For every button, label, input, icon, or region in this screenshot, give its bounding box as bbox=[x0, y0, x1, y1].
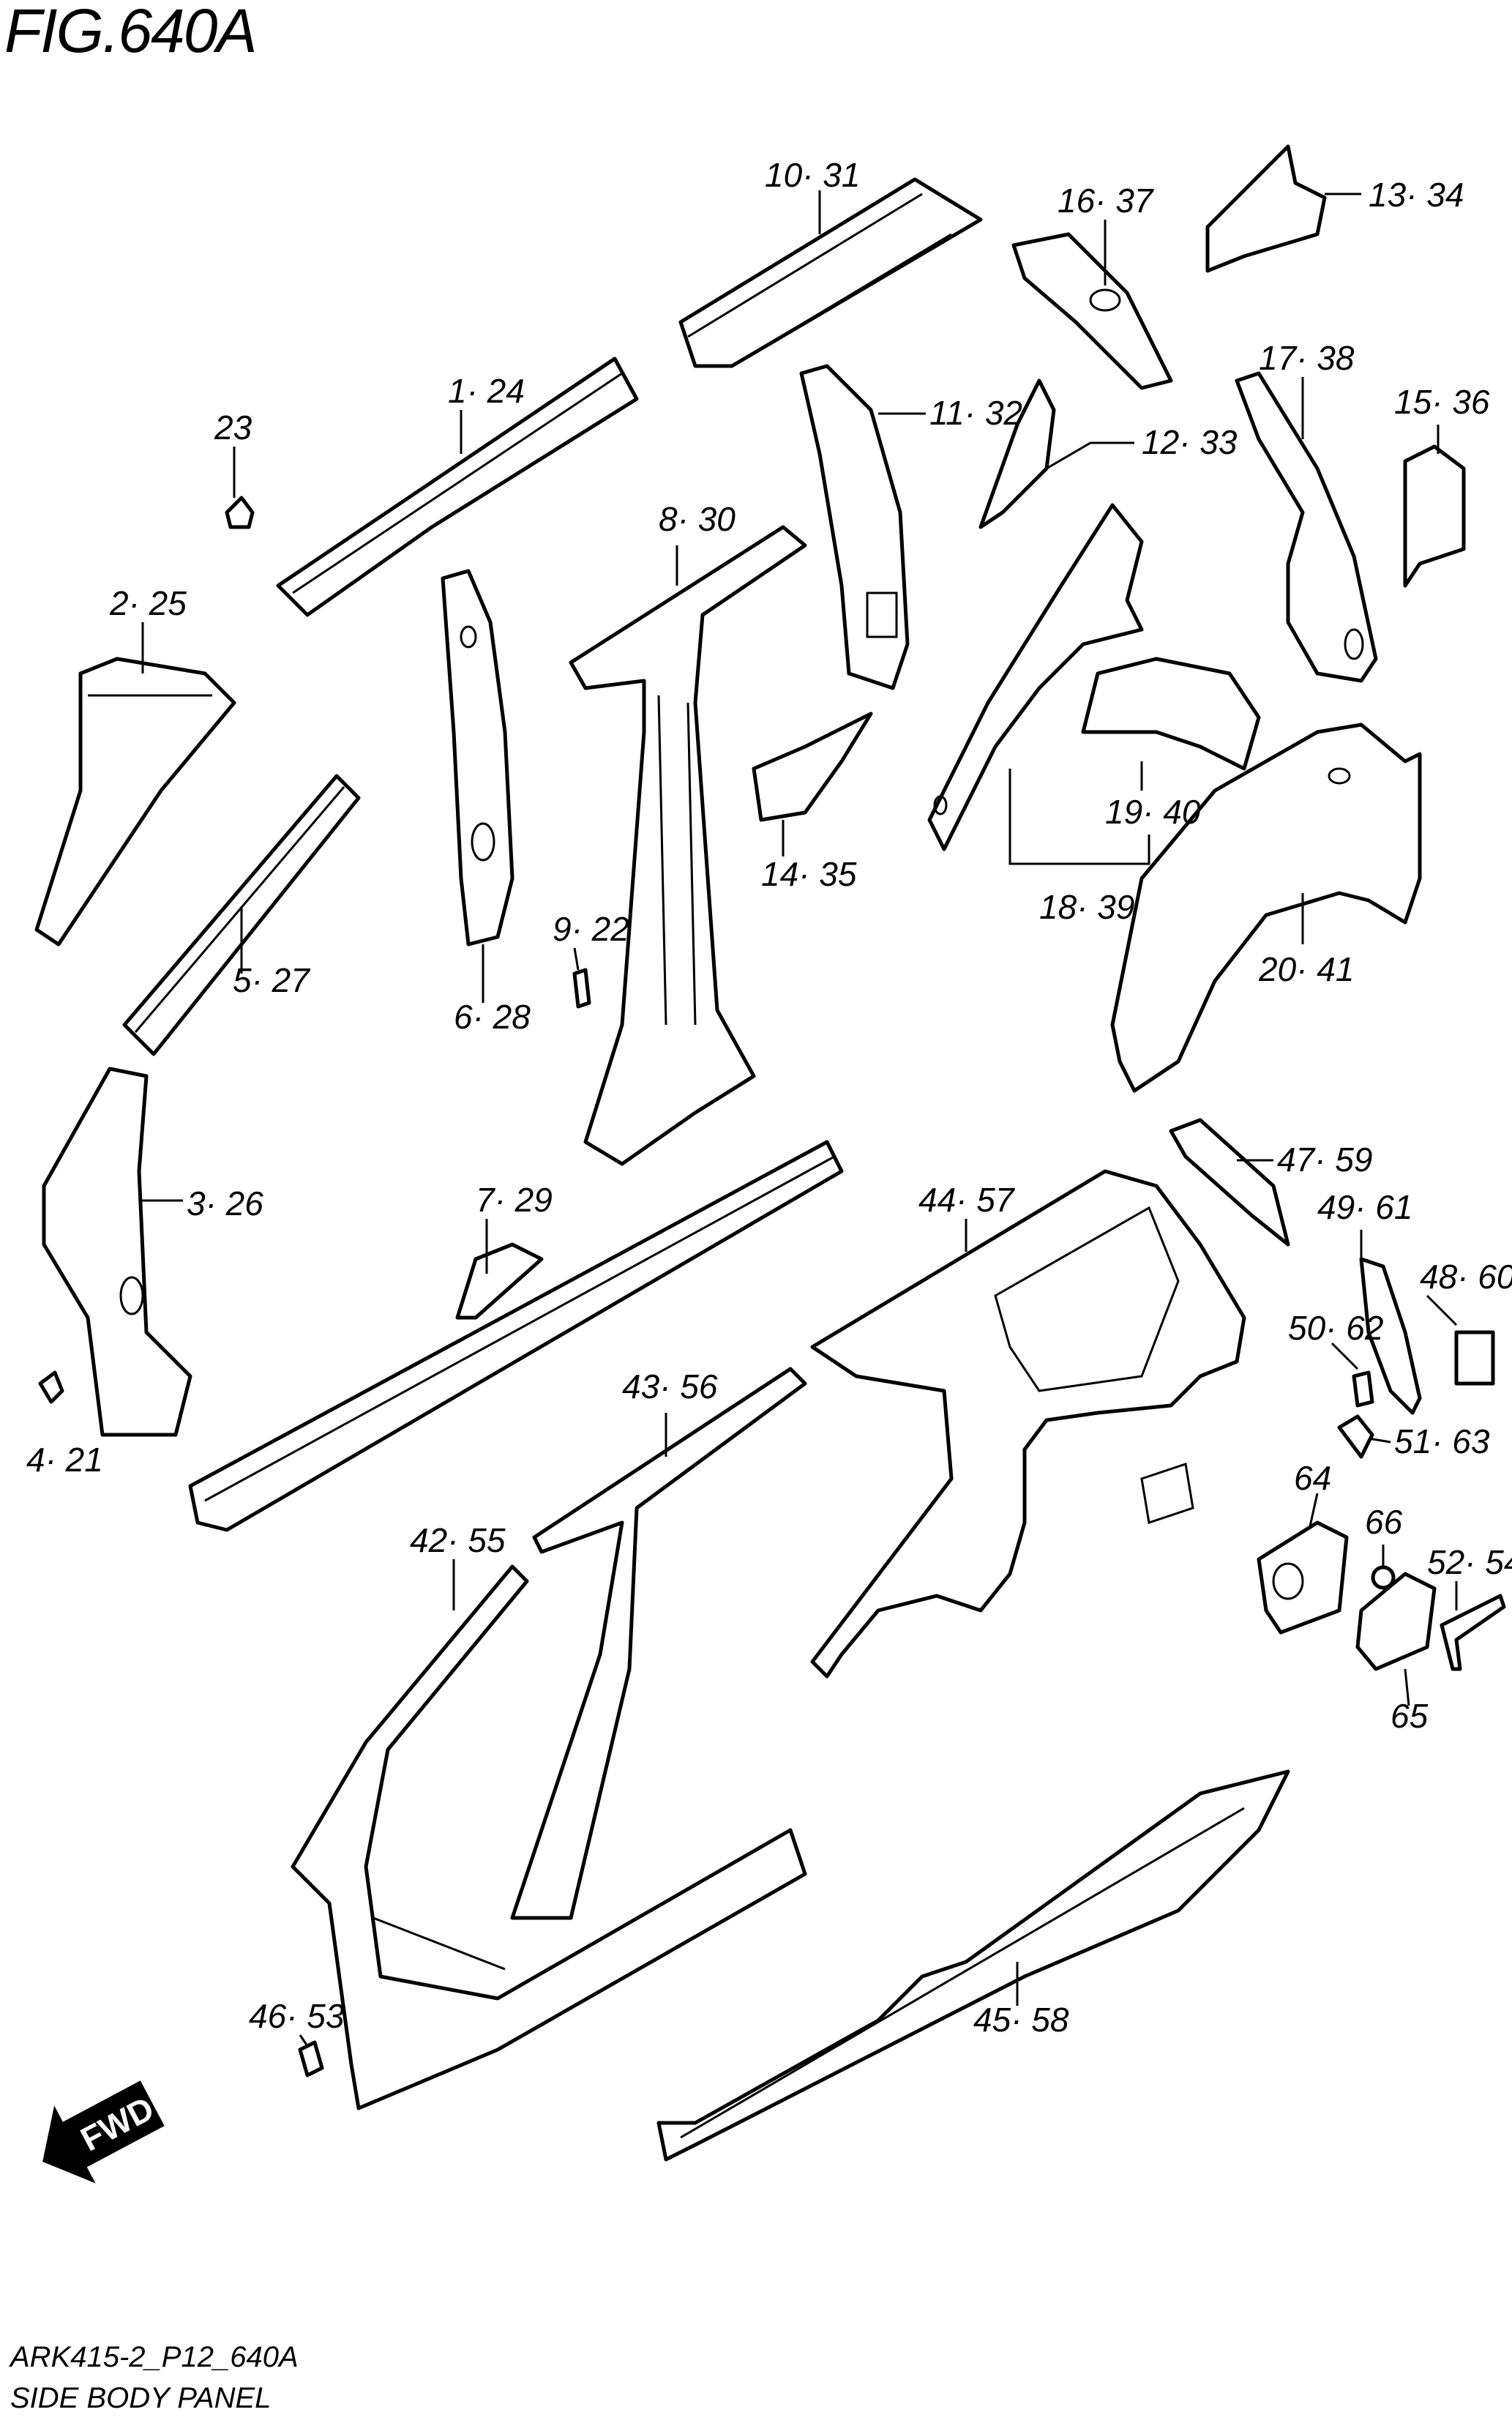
part-7-29-shape bbox=[188, 1140, 844, 1532]
label-14-35: 14· 35 bbox=[761, 855, 857, 893]
part-4-21-shape bbox=[38, 1370, 64, 1404]
part-66-shape bbox=[1371, 1565, 1396, 1590]
label-15-36: 15· 36 bbox=[1394, 383, 1490, 421]
label-17-38: 17· 38 bbox=[1259, 339, 1355, 377]
label-48-60: 48· 60 bbox=[1420, 1258, 1512, 1296]
part-1-24-shape bbox=[276, 356, 639, 617]
part-51-63-shape bbox=[1337, 1414, 1374, 1459]
label-3-26: 3· 26 bbox=[187, 1184, 263, 1222]
label-19-40: 19· 40 bbox=[1105, 793, 1201, 831]
label-23: 23 bbox=[214, 408, 252, 447]
part-16-37-shape bbox=[1011, 232, 1173, 390]
part-10-31-shape bbox=[678, 177, 983, 368]
fwd-arrow-icon: FWD bbox=[42, 2080, 165, 2184]
label-7-29: 7· 29 bbox=[476, 1181, 553, 1219]
leader-lines bbox=[139, 190, 1458, 2047]
part-17-38-shape bbox=[1235, 371, 1378, 683]
label-50-62: 50· 62 bbox=[1288, 1309, 1383, 1347]
label-18-39: 18· 39 bbox=[1039, 888, 1134, 926]
figure-title: FIG.640A bbox=[4, 0, 258, 65]
label-1-24: 1· 24 bbox=[448, 372, 525, 410]
part-14-35-shape bbox=[752, 712, 873, 822]
label-44-57: 44· 57 bbox=[918, 1181, 1015, 1219]
part-9-22-shape bbox=[572, 968, 591, 1009]
part-47-59-shape bbox=[1169, 1118, 1290, 1247]
part-64-shape bbox=[1257, 1520, 1349, 1635]
label-8-30: 8· 30 bbox=[659, 500, 736, 538]
part-3-26-shape bbox=[42, 1067, 192, 1437]
part-42-55-shape bbox=[291, 1564, 807, 2110]
label-20-41: 20· 41 bbox=[1258, 950, 1354, 988]
part-2-25-shape bbox=[34, 657, 236, 947]
label-9-22: 9· 22 bbox=[553, 910, 629, 948]
label-65: 65 bbox=[1391, 1697, 1429, 1735]
part-46-53-shape bbox=[298, 2040, 324, 2078]
part-20-41-shape bbox=[1110, 723, 1422, 1093]
label-10-31: 10· 31 bbox=[765, 156, 860, 194]
part-18-39-shape bbox=[927, 503, 1144, 851]
part-19-40-shape bbox=[1081, 657, 1261, 771]
part-6-28-shape bbox=[441, 569, 514, 947]
label-5-27: 5· 27 bbox=[233, 961, 310, 999]
part-65-shape bbox=[1355, 1572, 1437, 1671]
part-43-56-shape bbox=[510, 1367, 807, 1920]
part-48-60-shape bbox=[1454, 1330, 1495, 1386]
part-15-36-shape bbox=[1403, 444, 1466, 588]
label-64: 64 bbox=[1294, 1459, 1331, 1497]
label-51-63: 51· 63 bbox=[1394, 1422, 1490, 1460]
figure-caption: SIDE BODY PANEL bbox=[10, 2382, 272, 2414]
label-46-53: 46· 53 bbox=[249, 1997, 345, 2035]
label-4-21: 4· 21 bbox=[26, 1441, 103, 1479]
label-13-34: 13· 34 bbox=[1369, 176, 1464, 214]
part-52-54-shape bbox=[1440, 1594, 1506, 1671]
label-42-55: 42· 55 bbox=[410, 1521, 506, 1559]
label-52-54: 52· 54 bbox=[1427, 1543, 1512, 1581]
label-16-37: 16· 37 bbox=[1058, 182, 1154, 220]
label-6-28: 6· 28 bbox=[454, 998, 531, 1036]
part-13-34-shape bbox=[1205, 144, 1327, 273]
part-44-57-shape bbox=[810, 1169, 1246, 1679]
label-49-61: 49· 61 bbox=[1317, 1188, 1412, 1226]
part-50-62-shape bbox=[1352, 1370, 1374, 1408]
label-45-58: 45· 58 bbox=[973, 2001, 1069, 2039]
label-43-56: 43· 56 bbox=[622, 1367, 718, 1405]
label-2-25: 2· 25 bbox=[109, 584, 187, 622]
label-12-33: 12· 33 bbox=[1142, 423, 1238, 461]
part-45-58-shape bbox=[656, 1769, 1290, 2162]
label-47-59: 47· 59 bbox=[1277, 1141, 1372, 1179]
label-66: 66 bbox=[1365, 1503, 1403, 1541]
part-23-shape bbox=[225, 496, 255, 529]
part-labels: 10· 31 16· 37 13· 34 1· 24 23 2· 25 5· 2… bbox=[26, 156, 1512, 2039]
part-11-32-shape bbox=[799, 364, 910, 690]
label-11-32: 11· 32 bbox=[929, 394, 1022, 432]
figure-code: ARK415-2_P12_640A bbox=[10, 2341, 299, 2373]
part-49-61-shape bbox=[1359, 1257, 1422, 1415]
part-8-30-shape bbox=[569, 525, 807, 1166]
